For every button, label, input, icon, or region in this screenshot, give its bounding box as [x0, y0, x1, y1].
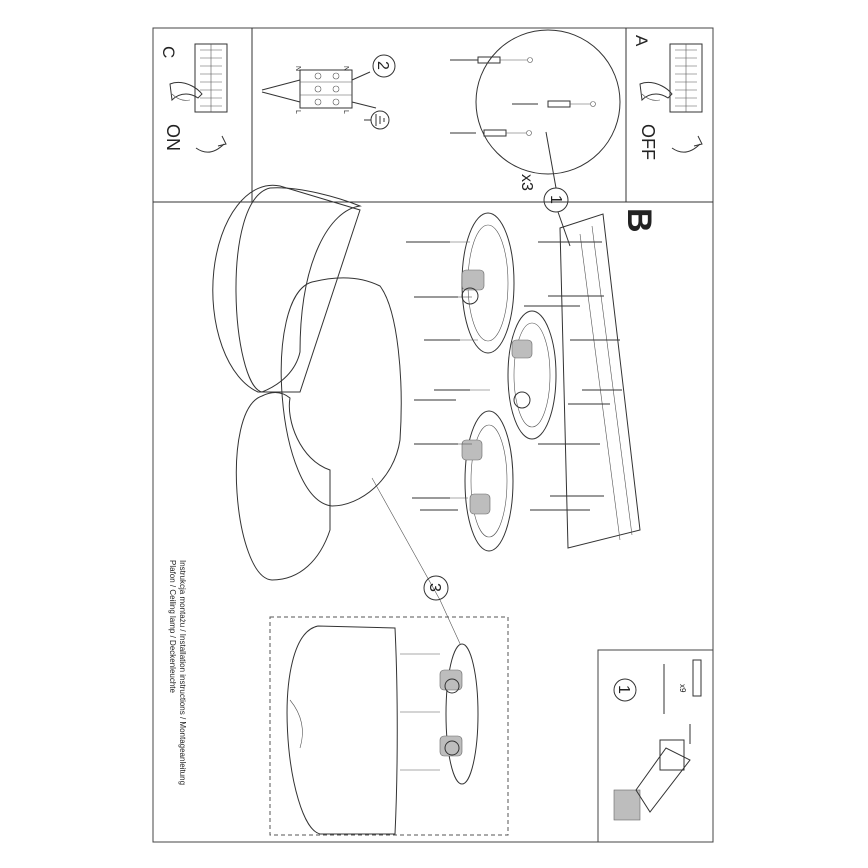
screw-anchor-icon: [512, 100, 596, 108]
tools-box: 1 x9: [597, 649, 714, 843]
ceiling-plane: [559, 213, 641, 549]
tools-count: x9: [678, 684, 687, 693]
panel-a: A OFF: [632, 35, 703, 160]
panel-c-state: ON: [163, 124, 183, 151]
hand-icon: [639, 81, 673, 102]
rotate-arrow-icon: [195, 135, 227, 153]
terminal-label-n1: N: [294, 66, 301, 71]
panel-a-letter: A: [632, 35, 651, 47]
spotlight-icon: [461, 439, 491, 515]
breaker-box-icon: [194, 43, 228, 113]
caption-line-1: Instrukcja montażu / Installation instru…: [178, 560, 187, 785]
mounting-plate: [464, 410, 514, 552]
lamp-shades: [212, 184, 441, 601]
breaker-box-icon: [669, 43, 703, 113]
caption: Instrukcja montażu / Installation instru…: [168, 560, 187, 785]
terminal-label-l1: L: [294, 110, 301, 114]
screw-anchor-icon: [450, 56, 533, 64]
ceiling-step-number: 1: [547, 195, 564, 204]
panel-b-letter: B: [620, 208, 658, 233]
rotate-arrow-icon: [671, 135, 703, 153]
lower-shade: [235, 392, 331, 581]
caption-line-2: Plafon / Ceiling lamp / Deckenleuchte: [168, 560, 177, 694]
mounting-plates: [461, 212, 557, 552]
upper-shade: [235, 187, 362, 393]
wiring-diagram: 2 N N L L: [261, 54, 396, 130]
wiring-step-number: 2: [374, 61, 391, 70]
screw-anchor-icon: [450, 129, 532, 137]
assembly-detail-box: [269, 616, 509, 836]
terminal-label-l2: L: [342, 110, 349, 114]
hand-icon: [169, 81, 203, 102]
drill-icon: [613, 724, 691, 821]
spotlight-icon: [461, 269, 485, 305]
spotlight-icon: [511, 339, 533, 409]
screw-and-anchor-icon: [663, 659, 702, 714]
screws: [406, 241, 622, 511]
mounting-plate: [507, 310, 557, 440]
front-shade: [280, 277, 402, 507]
terminal-label-n2: N: [342, 66, 349, 71]
panel-c-letter: C: [159, 46, 178, 58]
ceiling-multiplier: x3: [518, 174, 535, 191]
ground-symbol-icon: [364, 110, 390, 130]
tools-step-number: 1: [615, 685, 632, 694]
assembly-step-number: 3: [426, 583, 443, 592]
panel-c: C ON: [159, 43, 228, 153]
panel-a-state: OFF: [638, 124, 658, 160]
ceiling-mount-detail: 1 x3: [450, 29, 621, 247]
